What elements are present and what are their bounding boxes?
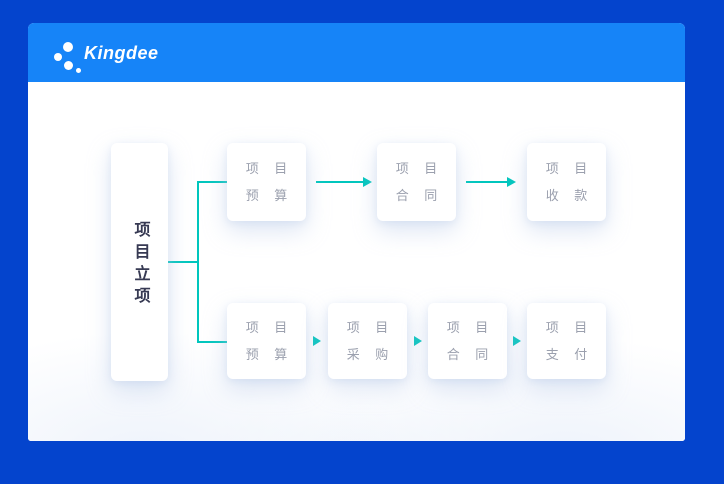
flowchart-canvas: 项目立项 项 目 预 算 项 目 合 同 项 目 收 款 项 目 预 算 项 目 — [28, 82, 685, 441]
flow-node-label: 预 算 — [245, 188, 294, 203]
flow-node-label: 项 目 — [545, 320, 594, 335]
connector-line — [197, 181, 227, 183]
app-header: Kingdee — [28, 23, 685, 82]
flow-node-bottom-procurement: 项 目 采 购 — [328, 303, 407, 379]
flow-node-bottom-budget: 项 目 预 算 — [227, 303, 306, 379]
flow-node-bottom-payment: 项 目 支 付 — [527, 303, 606, 379]
flow-node-label: 项目立项 — [131, 221, 149, 309]
triangle-right-icon — [414, 336, 422, 346]
flow-node-bottom-contract: 项 目 合 同 — [428, 303, 507, 379]
arrow-right-icon — [316, 177, 372, 187]
logo-dot-icon — [76, 67, 81, 73]
flow-node-project-initiation: 项目立项 — [111, 143, 168, 381]
flow-node-label: 项 目 — [446, 320, 495, 335]
logo-dot-icon — [63, 41, 73, 52]
brand-name: Kingdee — [84, 43, 159, 63]
content-card: Kingdee 项目立项 项 目 — [28, 23, 685, 441]
logo-dot-icon — [64, 60, 73, 70]
triangle-right-icon — [513, 336, 521, 346]
flow-node-label: 项 目 — [545, 161, 594, 176]
flow-node-top-budget: 项 目 预 算 — [227, 143, 306, 221]
flow-node-label: 采 购 — [346, 347, 395, 362]
flow-node-label: 支 付 — [545, 347, 594, 362]
connector-line — [197, 181, 199, 343]
flow-node-top-collection: 项 目 收 款 — [527, 143, 606, 221]
flow-node-label: 收 款 — [545, 188, 594, 203]
flow-node-top-contract: 项 目 合 同 — [377, 143, 456, 221]
flow-node-label: 合 同 — [446, 347, 495, 362]
connector-line — [168, 261, 198, 263]
arrow-right-icon — [466, 177, 516, 187]
kingdee-logo: Kingdee — [28, 27, 159, 79]
triangle-right-icon — [313, 336, 321, 346]
flow-node-label: 项 目 — [245, 161, 294, 176]
connector-line — [197, 341, 227, 343]
kingdee-logo-icon — [54, 33, 84, 79]
flow-node-label: 项 目 — [346, 320, 395, 335]
flow-node-label: 预 算 — [245, 347, 294, 362]
logo-dot-icon — [54, 52, 62, 61]
flow-node-label: 项 目 — [395, 161, 444, 176]
flow-node-label: 合 同 — [395, 188, 444, 203]
flow-node-label: 项 目 — [245, 320, 294, 335]
